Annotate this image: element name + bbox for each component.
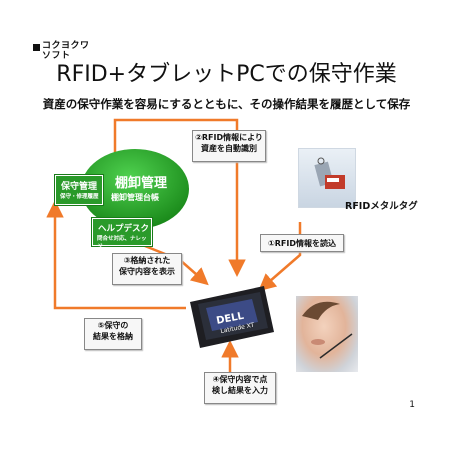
step1-box: ①RFID情報を読込: [260, 234, 344, 252]
logo-line2: ソフト: [42, 51, 71, 61]
maintenance-title: 保守管理: [61, 182, 98, 192]
step5-line1: ⑤保守の: [97, 321, 129, 330]
step1-text: ①RFID情報を読込: [267, 239, 336, 248]
step2-box: ②RFID情報により 資産を自動識別: [192, 130, 266, 162]
tablet-brand: DELL: [215, 311, 245, 327]
tablet-pc-image: DELL Latitude XT: [186, 282, 276, 350]
logo-square-icon: [33, 44, 40, 51]
page-title: RFID+タブレットPCでの保守作業: [56, 62, 397, 87]
rfid-tag-icon: [314, 157, 345, 189]
ellipse-title: 棚卸管理: [115, 176, 168, 191]
rfid-tag-image: [298, 148, 356, 208]
arrow-ellipse-to-step2: [113, 118, 246, 277]
inventory-ellipse: [81, 149, 189, 229]
step2-line2: 資産を自動識別: [201, 144, 257, 153]
person-photo-icon: [302, 301, 353, 359]
arrow-tablet-to-hoshu: [46, 200, 186, 310]
step3-box: ③格納された 保守内容を表示: [112, 253, 182, 285]
helpdesk-title: ヘルプデスク: [98, 224, 150, 234]
step4-box: ④保守内容で点 検し結果を入力: [204, 372, 276, 404]
step3-line2: 保守内容を表示: [119, 267, 175, 276]
arrow-tag-to-tablet: [258, 222, 302, 292]
tablet-pc-icon: DELL Latitude XT: [190, 286, 274, 348]
step5-line2: 結果を格納: [93, 332, 133, 341]
ellipse-subtitle: 棚卸管理台帳: [111, 193, 159, 202]
helpdesk-box: ヘルプデスク 問合せ対応、ナレッジ: [92, 218, 152, 250]
logo-line1: コクヨクワ: [42, 41, 90, 51]
helpdesk-subtitle: 問合せ対応、ナレッジ: [97, 236, 147, 250]
maintenance-box: 保守管理 保守・修理履歴: [55, 175, 103, 205]
step4-line2: 検し結果を入力: [212, 386, 268, 395]
person-photo: [296, 296, 358, 372]
rfid-tag-label: RFIDメタルタグ: [345, 201, 418, 212]
page-subtitle: 資産の保守作業を容易にするとともに、その操作結果を履歴として保存: [42, 97, 411, 111]
step4-line1: ④保守内容で点: [212, 375, 268, 384]
step3-line1: ③格納された: [123, 256, 171, 265]
step5-box: ⑤保守の 結果を格納: [84, 318, 142, 350]
maintenance-subtitle: 保守・修理履歴: [60, 194, 99, 200]
step2-line1: ②RFID情報により: [195, 133, 263, 142]
page-number: 1: [409, 400, 415, 410]
